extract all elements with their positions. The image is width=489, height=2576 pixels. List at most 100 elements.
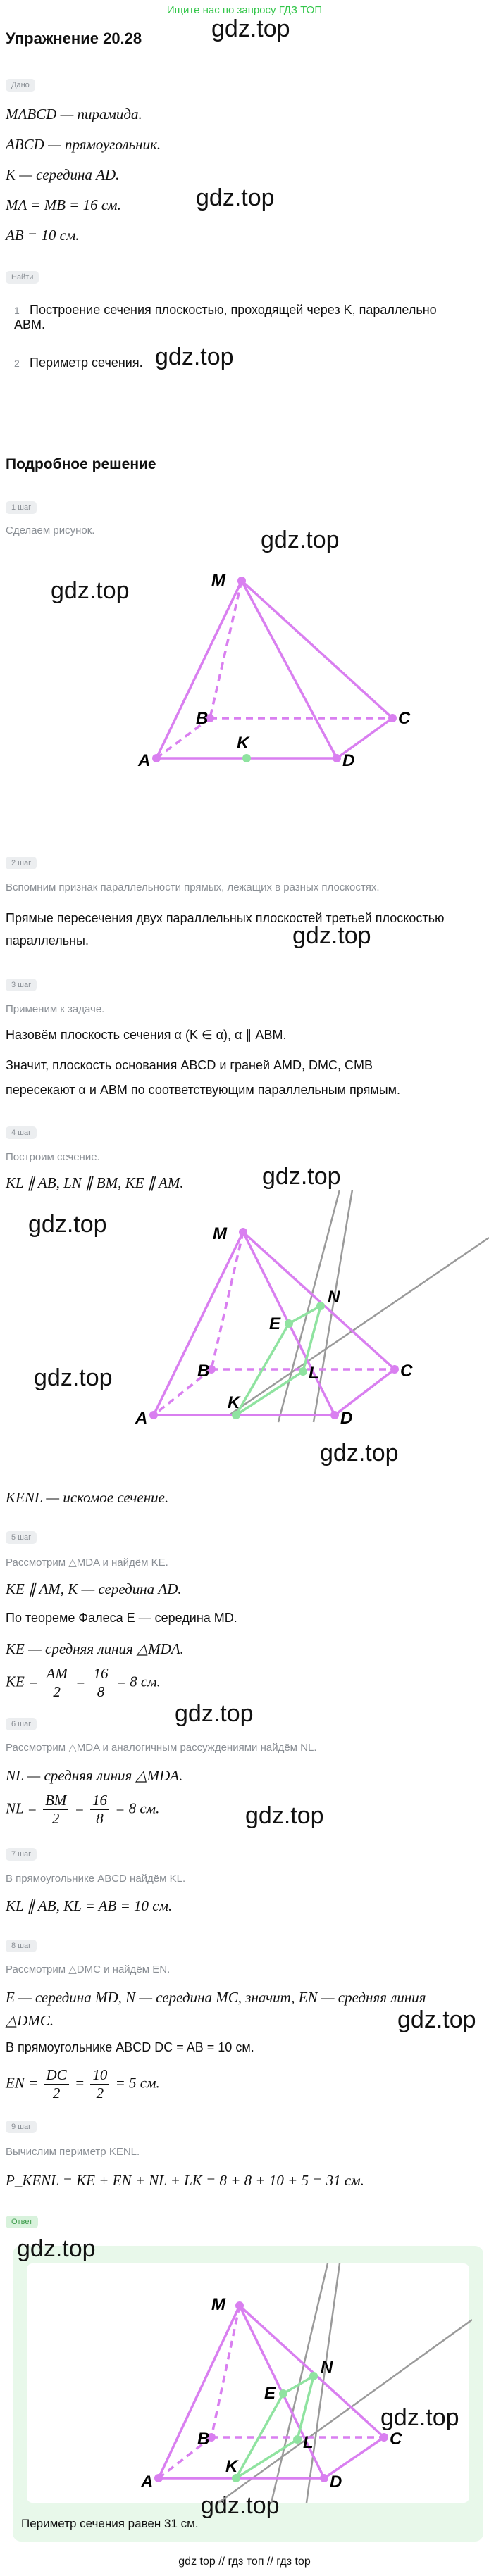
point-c [388,714,397,722]
step-8-text-1b: △DMC. [6,2012,54,2029]
svg-text:N: N [328,1288,340,1307]
watermark: gdz.top [261,527,340,553]
given-line-3: K — середина AD. [6,166,120,183]
step-2-pill: 2 шаг [6,857,37,869]
step-4-note: Построим сечение. [6,1151,100,1163]
eq-rhs: = 8 см. [116,1673,161,1690]
step-8-text-2: В прямоугольнике ABCD DC = AB = 10 см. [6,2040,254,2054]
given-line-1: MABCD — пирамида. [6,106,142,122]
svg-text:E: E [264,2384,276,2403]
svg-text:B: B [197,1362,209,1381]
search-banner[interactable]: Ищите нас по запросу ГДЗ ТОП [166,4,323,16]
watermark: gdz.top [34,1364,113,1391]
given-line-2: ABCD — прямоугольник. [6,136,161,153]
find-text-2: Периметр сечения. [30,356,143,370]
watermark: gdz.top [397,2006,476,2033]
step-3-text-3: пересекают α и ABM по соответствующим па… [6,1083,401,1097]
svg-text:N: N [321,2358,333,2377]
watermark: gdz.top [51,577,130,604]
step-8-pill: 8 шаг [6,1940,37,1952]
step-5-text-2: По теореме Фалеса E — середина MD. [6,1611,237,1625]
list-number: 2 [14,358,20,369]
svg-text:C: C [390,2430,402,2449]
solution-title: Подробное решение [6,456,156,472]
svg-text:M: M [213,1224,228,1243]
step-9-pill: 9 шаг [6,2121,37,2133]
label-d: D [342,751,354,770]
svg-text:C: C [400,1362,413,1381]
label-b: B [196,709,208,728]
watermark: gdz.top [320,1440,399,1466]
step-4-pill: 4 шаг [6,1126,37,1139]
step-7-text-1: KL ∥ AB, KL = AB = 10 см. [6,1897,173,1914]
pyramid-figure-answer: M A B C D K E N L [140,2263,472,2503]
watermark: gdz.top [201,2492,280,2519]
svg-text:D: D [330,2473,342,2492]
svg-text:D: D [340,1409,352,1428]
step-3-text-2: Значит, плоскость основания ABCD и гране… [6,1058,373,1072]
step-9-equation: P_KENL = KE + EN + NL + LK = 8 + 8 + 10 … [6,2172,364,2189]
step-9-note: Вычислим периметр KENL. [6,2146,140,2158]
svg-text:A: A [140,2473,153,2492]
svg-text:L: L [303,2433,314,2452]
watermark: gdz.top [380,2404,459,2431]
label-k: K [237,734,250,753]
section-kenl [235,1305,322,1416]
step-5-note: Рассмотрим △MDA и найдём KE. [6,1557,168,1569]
step-1-note: Сделаем рисунок. [6,524,95,536]
given-line-5: AB = 10 см. [6,227,80,244]
step-6-note: Рассмотрим △MDA и аналогичным рассуждени… [6,1742,317,1754]
footer-links[interactable]: gdz top // гдз топ // гдз top [178,2556,311,2568]
watermark: gdz.top [262,1163,341,1190]
find-pill: Найти [6,271,39,284]
svg-text:K: K [228,1393,241,1412]
step-7-note: В прямоугольнике ABCD найдём KL. [6,1873,186,1885]
answer-pill: Ответ [6,2216,39,2228]
step-2-note: Вспомним признак параллельности прямых, … [6,881,380,893]
step-2-text: Прямые пересечения двух параллельных пло… [6,911,445,948]
given-pill: Дано [6,79,35,92]
step-6-text-1: NL — средняя линия △MDA. [6,1767,183,1784]
step-4-text-1: KL ∥ AB, LN ∥ BM, KE ∥ AM. [6,1174,184,1191]
watermark: gdz.top [245,1802,324,1829]
pyramid-edges [155,579,394,760]
point-a [152,754,161,762]
answer-text: Периметр сечения равен 31 см. [21,2517,199,2530]
watermark: gdz.top [292,922,371,949]
pyramid-figure-2: M A B C D K E N L [135,1190,489,1428]
point-b [206,714,214,722]
step-3-note: Применим к задаче. [6,1003,105,1015]
given-line-4: MA = MB = 16 см. [6,196,121,213]
construction-lines [228,1190,489,1423]
svg-text:L: L [309,1364,319,1383]
step-1-pill: 1 шаг [6,501,37,514]
label-m: M [211,571,226,590]
step-3-text-1: Назовём плоскость сечения α (K ∈ α), α ∥… [6,1028,287,1042]
watermark: gdz.top [211,15,290,42]
svg-text:B: B [197,2430,209,2449]
pyramid-figure-1: M A B C D K [137,571,411,770]
watermark: gdz.top [28,1211,107,1238]
eq-lhs: KE = [6,1673,39,1690]
find-item-2: 2 Периметр сечения. [14,356,143,370]
step-5-text-3: KE — средняя линия △MDA. [6,1640,184,1657]
list-number: 1 [14,305,20,316]
step-5-text-1: KE ∥ AM, K — середина AD. [6,1581,182,1597]
point-m [237,577,246,585]
step-7-pill: 7 шаг [6,1848,37,1861]
svg-text:K: K [225,2457,239,2476]
step-4-text-2: KENL — искомое сечение. [6,1489,169,1506]
step-8-text-1: E — середина MD, N — середина MC, значит… [6,1989,426,2006]
point-d [333,754,341,762]
find-text-1: Построение сечения плоскостью, проходяще… [14,303,437,332]
